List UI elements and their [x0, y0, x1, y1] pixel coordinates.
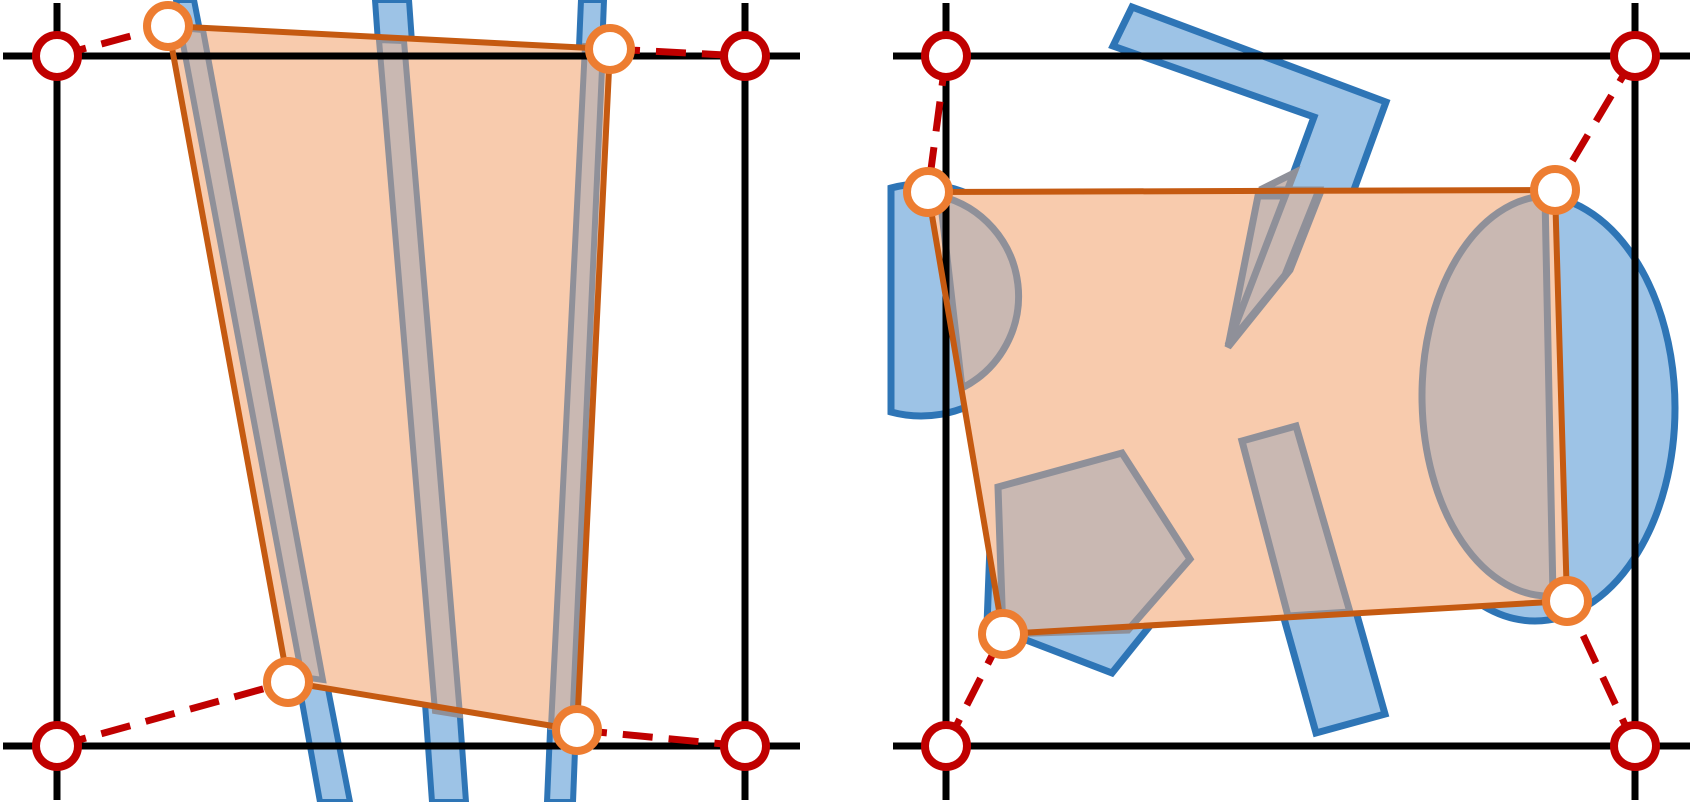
- right-grid-nodes: [921, 31, 1660, 771]
- right-dash-br: [1563, 599, 1639, 748]
- panel-left: [3, 0, 800, 802]
- left-grid-nodes: [32, 31, 770, 771]
- quad-vertex-icon: [978, 609, 1028, 659]
- left-grid: [3, 3, 800, 800]
- grid-node-icon: [720, 31, 770, 81]
- quad-vertex-icon: [263, 657, 313, 707]
- quad-vertex-icon: [552, 705, 602, 755]
- right-overlaps: [935, 165, 1557, 638]
- right-grid: [893, 3, 1690, 800]
- left-dash-bl: [56, 678, 289, 750]
- quad-vertex-icon: [585, 24, 635, 74]
- grid-node-icon: [1610, 31, 1660, 81]
- panel-right: [887, 2, 1690, 800]
- right-overlap-ellipse: [1418, 192, 1557, 600]
- right-dash-tr: [1551, 54, 1639, 192]
- left-dash-br: [576, 726, 746, 750]
- grid-node-icon: [921, 31, 971, 81]
- grid-node-icon: [921, 721, 971, 771]
- right-quad-vertices: [903, 165, 1592, 659]
- quad-vertex-icon: [903, 167, 953, 217]
- right-overlap-semicircle: [935, 191, 1023, 394]
- grid-node-icon: [32, 721, 82, 771]
- quad-vertex-icon: [143, 1, 193, 51]
- quad-vertex-icon: [1542, 576, 1592, 626]
- grid-node-icon: [720, 721, 770, 771]
- left-quad-vertices: [143, 1, 635, 755]
- grid-node-icon: [1610, 721, 1660, 771]
- quad-vertex-icon: [1530, 165, 1580, 215]
- grid-node-icon: [32, 31, 82, 81]
